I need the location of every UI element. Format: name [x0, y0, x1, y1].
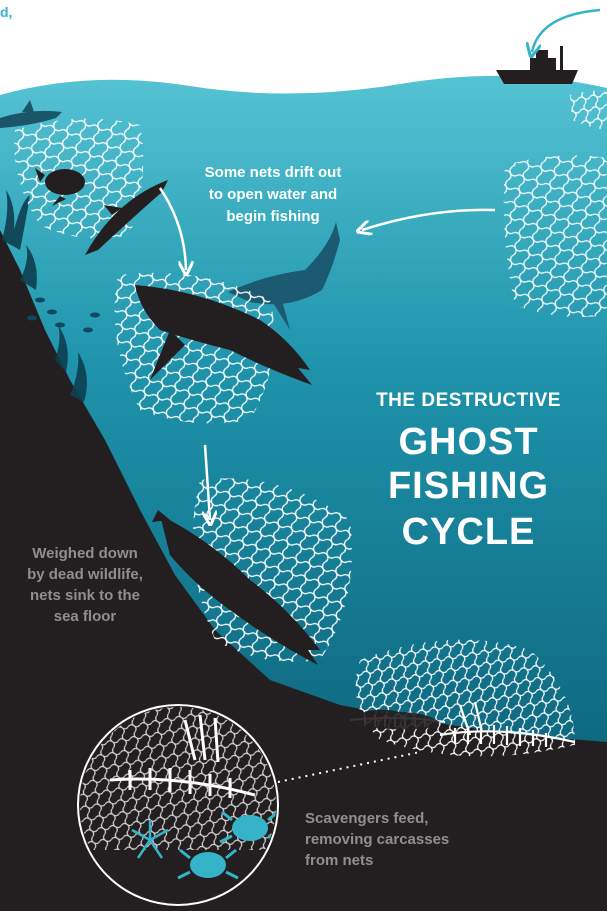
- caption-drift: Some nets drift out to open water and be…: [188, 162, 358, 228]
- title-line-1: THE DESTRUCTIVE: [376, 390, 561, 411]
- caption-scavengers-line: from nets: [305, 852, 374, 869]
- sinking-net-with-whale: [152, 478, 352, 665]
- callout-dotted-line: [277, 751, 421, 783]
- top-left-fragment: d,: [0, 4, 13, 20]
- caption-sink-line: by dead wildlife,: [27, 566, 143, 583]
- fishing-boat-icon: [496, 46, 578, 84]
- caught-shark-icon: [85, 180, 168, 255]
- infographic-title: THE DESTRUCTIVE GHOST FISHING CYCLE: [330, 390, 607, 554]
- drifting-net-right: [503, 155, 607, 318]
- caption-scavengers-line: Scavengers feed,: [305, 810, 429, 827]
- caption-scavengers-line: removing carcasses: [305, 831, 450, 848]
- fish-school-icon: [27, 297, 100, 333]
- caption-scavengers: Scavengers feed, removing carcasses from…: [305, 808, 485, 871]
- title-line-2: GHOST FISHING: [387, 421, 550, 507]
- title-line-3: CYCLE: [401, 511, 536, 553]
- seafloor-net: [348, 639, 576, 757]
- caption-sink: Weighed down by dead wildlife, nets sink…: [10, 543, 160, 627]
- magnified-skeleton-icon: [109, 714, 256, 798]
- turtle-icon: [45, 169, 85, 195]
- boat-cycle-arrow: [532, 8, 601, 52]
- whale-skeleton-icon: [439, 701, 576, 747]
- starfish-icon: [131, 820, 169, 859]
- entangled-whale-icon: [135, 285, 312, 385]
- caption-drift-line: begin fishing: [226, 208, 320, 225]
- magnifier-callout: [77, 704, 279, 906]
- net-with-turtle-and-shark: [14, 118, 168, 255]
- caption-drift-line: Some nets drift out: [204, 164, 342, 181]
- caption-sink-line: nets sink to the: [29, 587, 141, 604]
- humpback-whale-icon: [228, 222, 340, 330]
- caption-drift-line: to open water and: [208, 186, 338, 203]
- caption-sink-line: Weighed down: [32, 545, 138, 562]
- caption-sink-line: sea floor: [53, 608, 117, 625]
- net-top-right: [570, 90, 607, 130]
- entangled-whale: [114, 272, 312, 424]
- crab-icon: [219, 810, 276, 844]
- shark-icon: [0, 100, 62, 128]
- arrow-net-to-whale: [158, 187, 186, 270]
- sinking-whale-icon: [160, 515, 320, 665]
- coral-reef: [2, 190, 87, 402]
- drift-arrow: [362, 208, 496, 230]
- crab-icon-2: [177, 848, 239, 880]
